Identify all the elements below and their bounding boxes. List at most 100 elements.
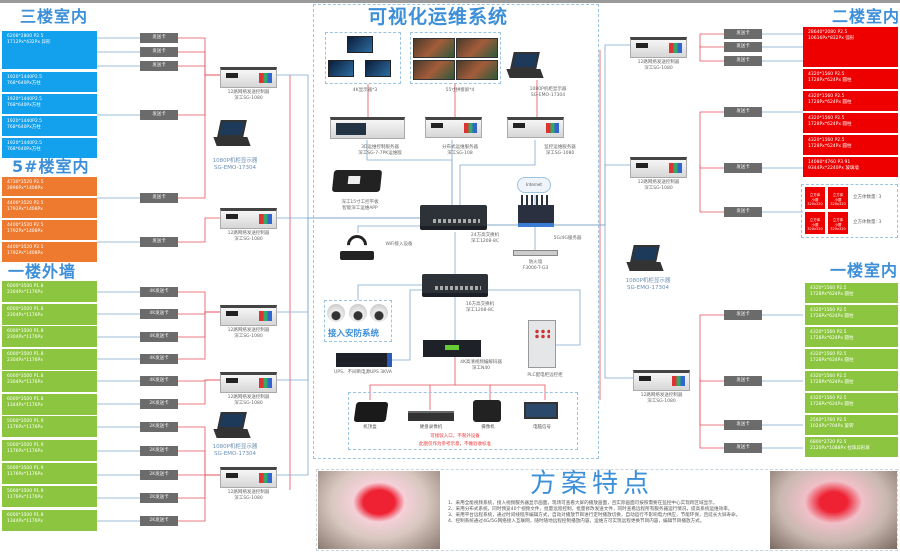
power-cabinet-icon [528,320,556,368]
led-screen-floor3: 1920*1440P2.5 768*640Px方柱 [2,94,97,114]
sending-card: 2K发送卡 [140,493,178,503]
sending-card: 发送卡 [140,110,178,120]
sending-card: 发送卡 [724,310,762,320]
sender-server [220,467,277,488]
sending-card: 发送卡 [140,237,178,247]
connector-line [178,474,220,499]
sender-server-label: 12路网络发送控制器 深工SG-1080 [227,90,270,101]
monitor [328,60,354,77]
connector-line [277,217,420,476]
connector-line [392,289,422,361]
connector-line [488,289,581,346]
sending-card: 发送卡 [724,56,762,66]
led-screen-floor2: 4320*1560 P2.5 1728Px*624Px 圆柱 [803,135,898,155]
led-screen-floor1_wall: 5000*3500 P1.9 1176Px*1176Px [2,440,97,461]
led-screen-floor3: 1920*1440P2.5 768*640Px方柱 [2,138,97,158]
sending-card: 发送卡 [724,207,762,217]
switch-24-icon [420,205,487,230]
sending-card: 发送卡 [724,29,762,39]
cloud-icon: Internet [517,177,551,193]
monitor-group [325,32,401,84]
kvm-display-icon [213,412,251,440]
cube-screen: 立方体 小屏 320x320 [827,211,849,235]
kvm-display-label: 1080P机柜显示器 SG-EMO-17304 [625,278,671,291]
source-label: 电脑信号 [533,425,551,430]
firewall-icon [513,250,558,256]
connector-line [699,165,724,213]
led-screen-floor3: 1920*1440P2.5 768*640Px方柱 [2,72,97,92]
camera-icon [349,304,367,322]
connector-line [178,74,220,116]
video-wall-tile [413,38,455,58]
sending-card: 4K发送卡 [140,287,178,297]
led-screen-floor1: 6800*2720 P2.5 2120Px*1088Px 拉珠异形屏 [805,437,898,457]
power-cabinet-label: PLC配电柜远控柜 [527,373,563,378]
section-title-floor3: 三楼室内 [20,7,89,26]
led-screen-floor1_wall: 6000*3500 P1.8 1344Px*1176Px [2,510,97,531]
feature-item: 1、采用全能视频系统，接入视频服务器显示画面，现场可查看大屏的播放画面，且实际画… [448,501,718,506]
security-title: 接入安防系统 [328,329,380,339]
sender-server [220,305,277,326]
switch-16-label: 16方高交换机 深工1208-8C [465,302,495,313]
connector-line [178,379,220,405]
switch-24-label: 24方高交换机 深工1208-8C [470,233,500,244]
sending-card: 4K发送卡 [140,332,178,342]
sending-card: 发送卡 [724,42,762,52]
connector-line [699,33,724,45]
led-screen-floor1: 4320*1560 P2.5 1728Px*624Px 圆柱 [805,283,898,303]
camera-icon [370,304,388,322]
wifi-label: WiFi接入设备 [385,242,413,247]
connector-line [178,74,220,199]
led-screen-floor1: 4320*1560 P2.5 1728Px*624Px 圆柱 [805,371,898,391]
center-server-2-label: 分布式运维服务器 深工SG-108 [442,145,478,156]
sender-server-label: 12路网络发送控制器 深工SG-1080 [637,60,680,71]
source-label: 摄像机 [481,425,495,430]
router-5g-icon [518,195,554,227]
led-screen-floor1: 2560*1760 P2.5 1024Px*704Px 旋转 [805,415,898,435]
source-label: 硬盘录像机 [419,425,443,430]
decoder-icon [423,340,481,357]
kvm-display-center [506,52,544,80]
video-wall-group [410,32,501,84]
led-screen-floor1_wall: 6000*3500 P1.8 2304Px*1176Px [2,371,97,392]
led-screen-floor1_wall: 6000*3500 P1.8 2304Px*1176Px [2,349,97,370]
connector-line [178,474,220,522]
video-wall-label: 55寸拼接屏*4 [445,88,475,93]
sender-server [220,372,277,393]
center-server-1 [330,117,405,139]
sending-card: 发送卡 [724,420,762,430]
connector-line [699,45,724,62]
connector-line [178,311,220,360]
connector-line [699,165,724,169]
sending-card: 4K发送卡 [140,354,178,364]
sending-card: 2K发送卡 [140,470,178,480]
connector-line [459,140,536,205]
monitor [365,60,391,77]
cube-group [801,184,898,238]
sender-server [220,208,277,229]
sending-card: 发送卡 [140,47,178,57]
section-title-floor1: 一楼室内 [830,261,899,280]
sending-card: 2K发送卡 [140,399,178,409]
connector-line [699,378,724,449]
cube-count-label: 立方体数量: 3 [853,220,882,225]
wifi-router-icon [340,230,374,261]
center-server-2 [425,117,482,138]
led-screen-floor1: 4320*1560 P2.5 1728Px*624Px 圆柱 [805,349,898,369]
connector-line [699,111,724,165]
sending-card: 发送卡 [140,33,178,43]
section-title-floor2: 二楼室内 [832,7,900,26]
mall-photo-left [318,471,440,549]
section-title-building5: 5#楼室内 [12,157,90,176]
sender-server-label: 12路网络发送控制器 深工SG-1080 [640,393,683,404]
center-system-frame [313,4,599,459]
sender-server-label: 12路网络发送控制器 深工SG-1080 [227,231,270,242]
led-screen-floor2: 4320*1560 P2.5 1728Px*624Px 圆柱 [803,69,898,89]
video-camera-icon [473,400,501,422]
connector-line [357,284,422,300]
sending-card: 发送卡 [724,163,762,173]
sender-server-label: 12路网络发送控制器 深工SG-1080 [227,490,270,501]
kvm-display-label: 1080P机柜显示器 SG-EMO-17304 [212,158,258,171]
led-screen-floor1: 4320*1560 P2.5 1728Px*624Px 圆柱 [805,305,898,325]
